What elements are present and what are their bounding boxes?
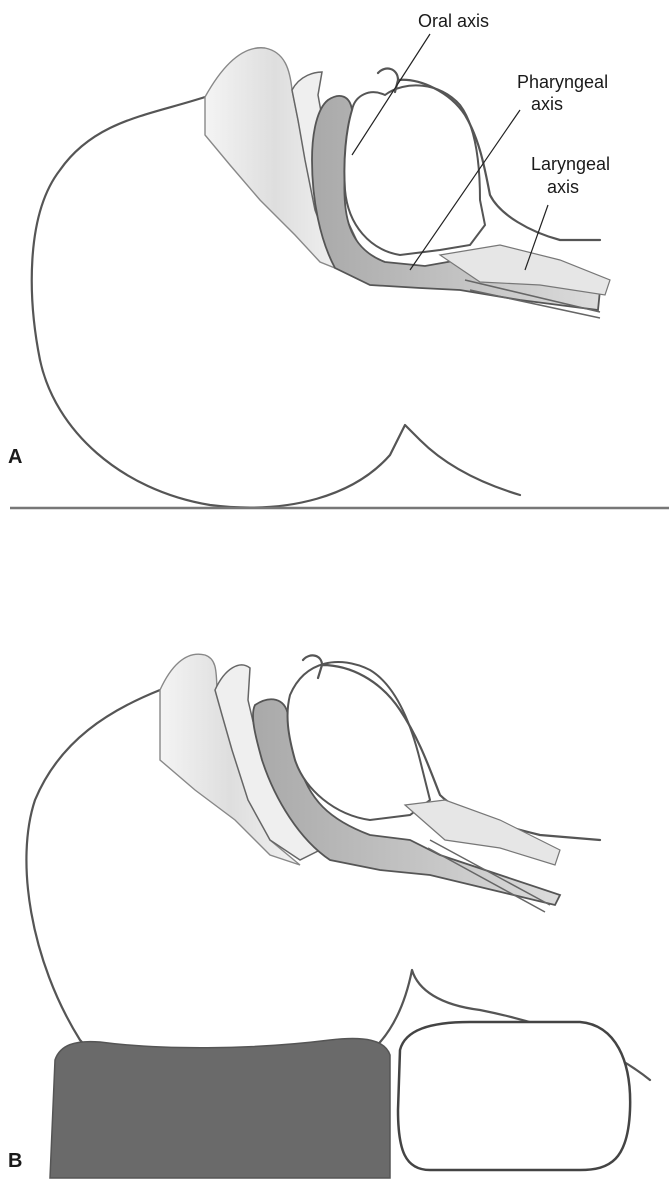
oral-axis-label: Oral axis <box>418 11 489 31</box>
pharyngeal-axis-label-1: Pharyngeal <box>517 72 608 92</box>
panel-a: Oral axis Pharyngeal axis Laryngeal axis… <box>8 11 610 508</box>
head-pillow <box>50 1039 390 1178</box>
pharyngeal-axis-label-2: axis <box>531 94 563 114</box>
shoulder-roll <box>398 1022 630 1170</box>
panel-b-label: B <box>8 1150 22 1172</box>
laryngeal-axis-label-2: axis <box>547 177 579 197</box>
panel-a-label: A <box>8 446 22 468</box>
tongue-a <box>344 85 485 255</box>
panel-b: B <box>8 654 650 1178</box>
laryngeal-axis-label-1: Laryngeal <box>531 154 610 174</box>
